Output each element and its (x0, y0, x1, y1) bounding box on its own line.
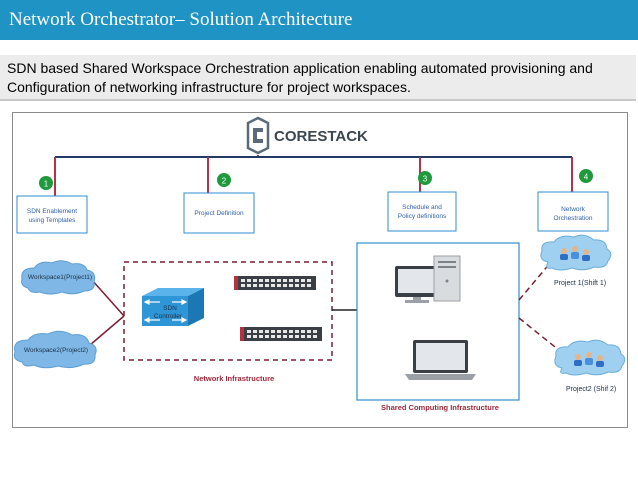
step-badge-3: 3 (418, 171, 432, 185)
svg-text:SDN: SDN (163, 305, 177, 312)
diagram-frame (12, 112, 628, 428)
svg-text:Workspace1(Project1): Workspace1(Project1) (28, 274, 92, 281)
step-badge-4: 4 (579, 169, 593, 183)
network-switch-icon (234, 276, 316, 290)
workspace-cloud-1: Workspace1(Project1) (21, 260, 96, 295)
user-group-icon (574, 352, 604, 367)
step-badge-1: 1 (39, 176, 53, 190)
user-group-icon (560, 246, 590, 261)
step-box-1: SDN Enablement using Templates (16, 195, 88, 234)
title-bar: Network Orchestrator– Solution Architect… (0, 0, 638, 40)
step-box-4: Network Orchestration (537, 191, 609, 232)
svg-text:3: 3 (423, 175, 428, 184)
corestack-logo-icon (246, 116, 270, 155)
page-title: Network Orchestrator– Solution Architect… (9, 9, 353, 30)
project-links (518, 261, 566, 356)
network-infrastructure-label: Network Infrastructure (194, 374, 274, 383)
svg-text:4: 4 (584, 173, 589, 182)
shared-computing-label: Shared Computing Infrastructure (381, 403, 499, 412)
step-badge-2: 2 (217, 173, 231, 187)
brand-name: CORESTACK (274, 128, 368, 145)
project-cloud-2 (554, 339, 626, 376)
step-box-3: Schedule and Policy definitions (387, 191, 457, 232)
project-2-label: Project2 (Shif 2) (566, 386, 616, 393)
network-infrastructure-box (123, 261, 333, 361)
svg-text:1: 1 (44, 180, 49, 189)
workspace-links (89, 279, 125, 346)
svg-text:SDN Enablement: SDN Enablement (27, 208, 77, 215)
project-1-label: Project 1(Shift 1) (554, 280, 606, 287)
laptop-icon (405, 340, 476, 380)
workspace-cloud-2: Workspace2(Project2) (13, 330, 97, 369)
svg-text:Workspace2(Project2): Workspace2(Project2) (24, 347, 88, 354)
desktop-computer-icon (395, 255, 461, 303)
project-cloud-1 (540, 234, 612, 271)
svg-text:Orchestration: Orchestration (553, 215, 592, 222)
svg-text:Schedule and: Schedule and (402, 204, 442, 211)
network-switch-icon (240, 327, 322, 341)
sdn-controller-icon: SDN Controller (142, 288, 204, 326)
svg-text:Project Definition: Project Definition (194, 210, 244, 217)
svg-text:Network: Network (561, 206, 586, 213)
svg-text:Policy definitions: Policy definitions (398, 213, 447, 220)
shared-computing-box (356, 242, 520, 401)
step-box-2: Project Definition (183, 192, 255, 234)
svg-text:Controller: Controller (154, 313, 183, 320)
connector-lines (54, 155, 573, 196)
svg-text:using Templates: using Templates (29, 217, 77, 224)
subtitle-text: SDN based Shared Workspace Orchestration… (7, 60, 593, 95)
subtitle-banner: SDN based Shared Workspace Orchestration… (0, 55, 636, 101)
svg-text:2: 2 (222, 177, 227, 186)
